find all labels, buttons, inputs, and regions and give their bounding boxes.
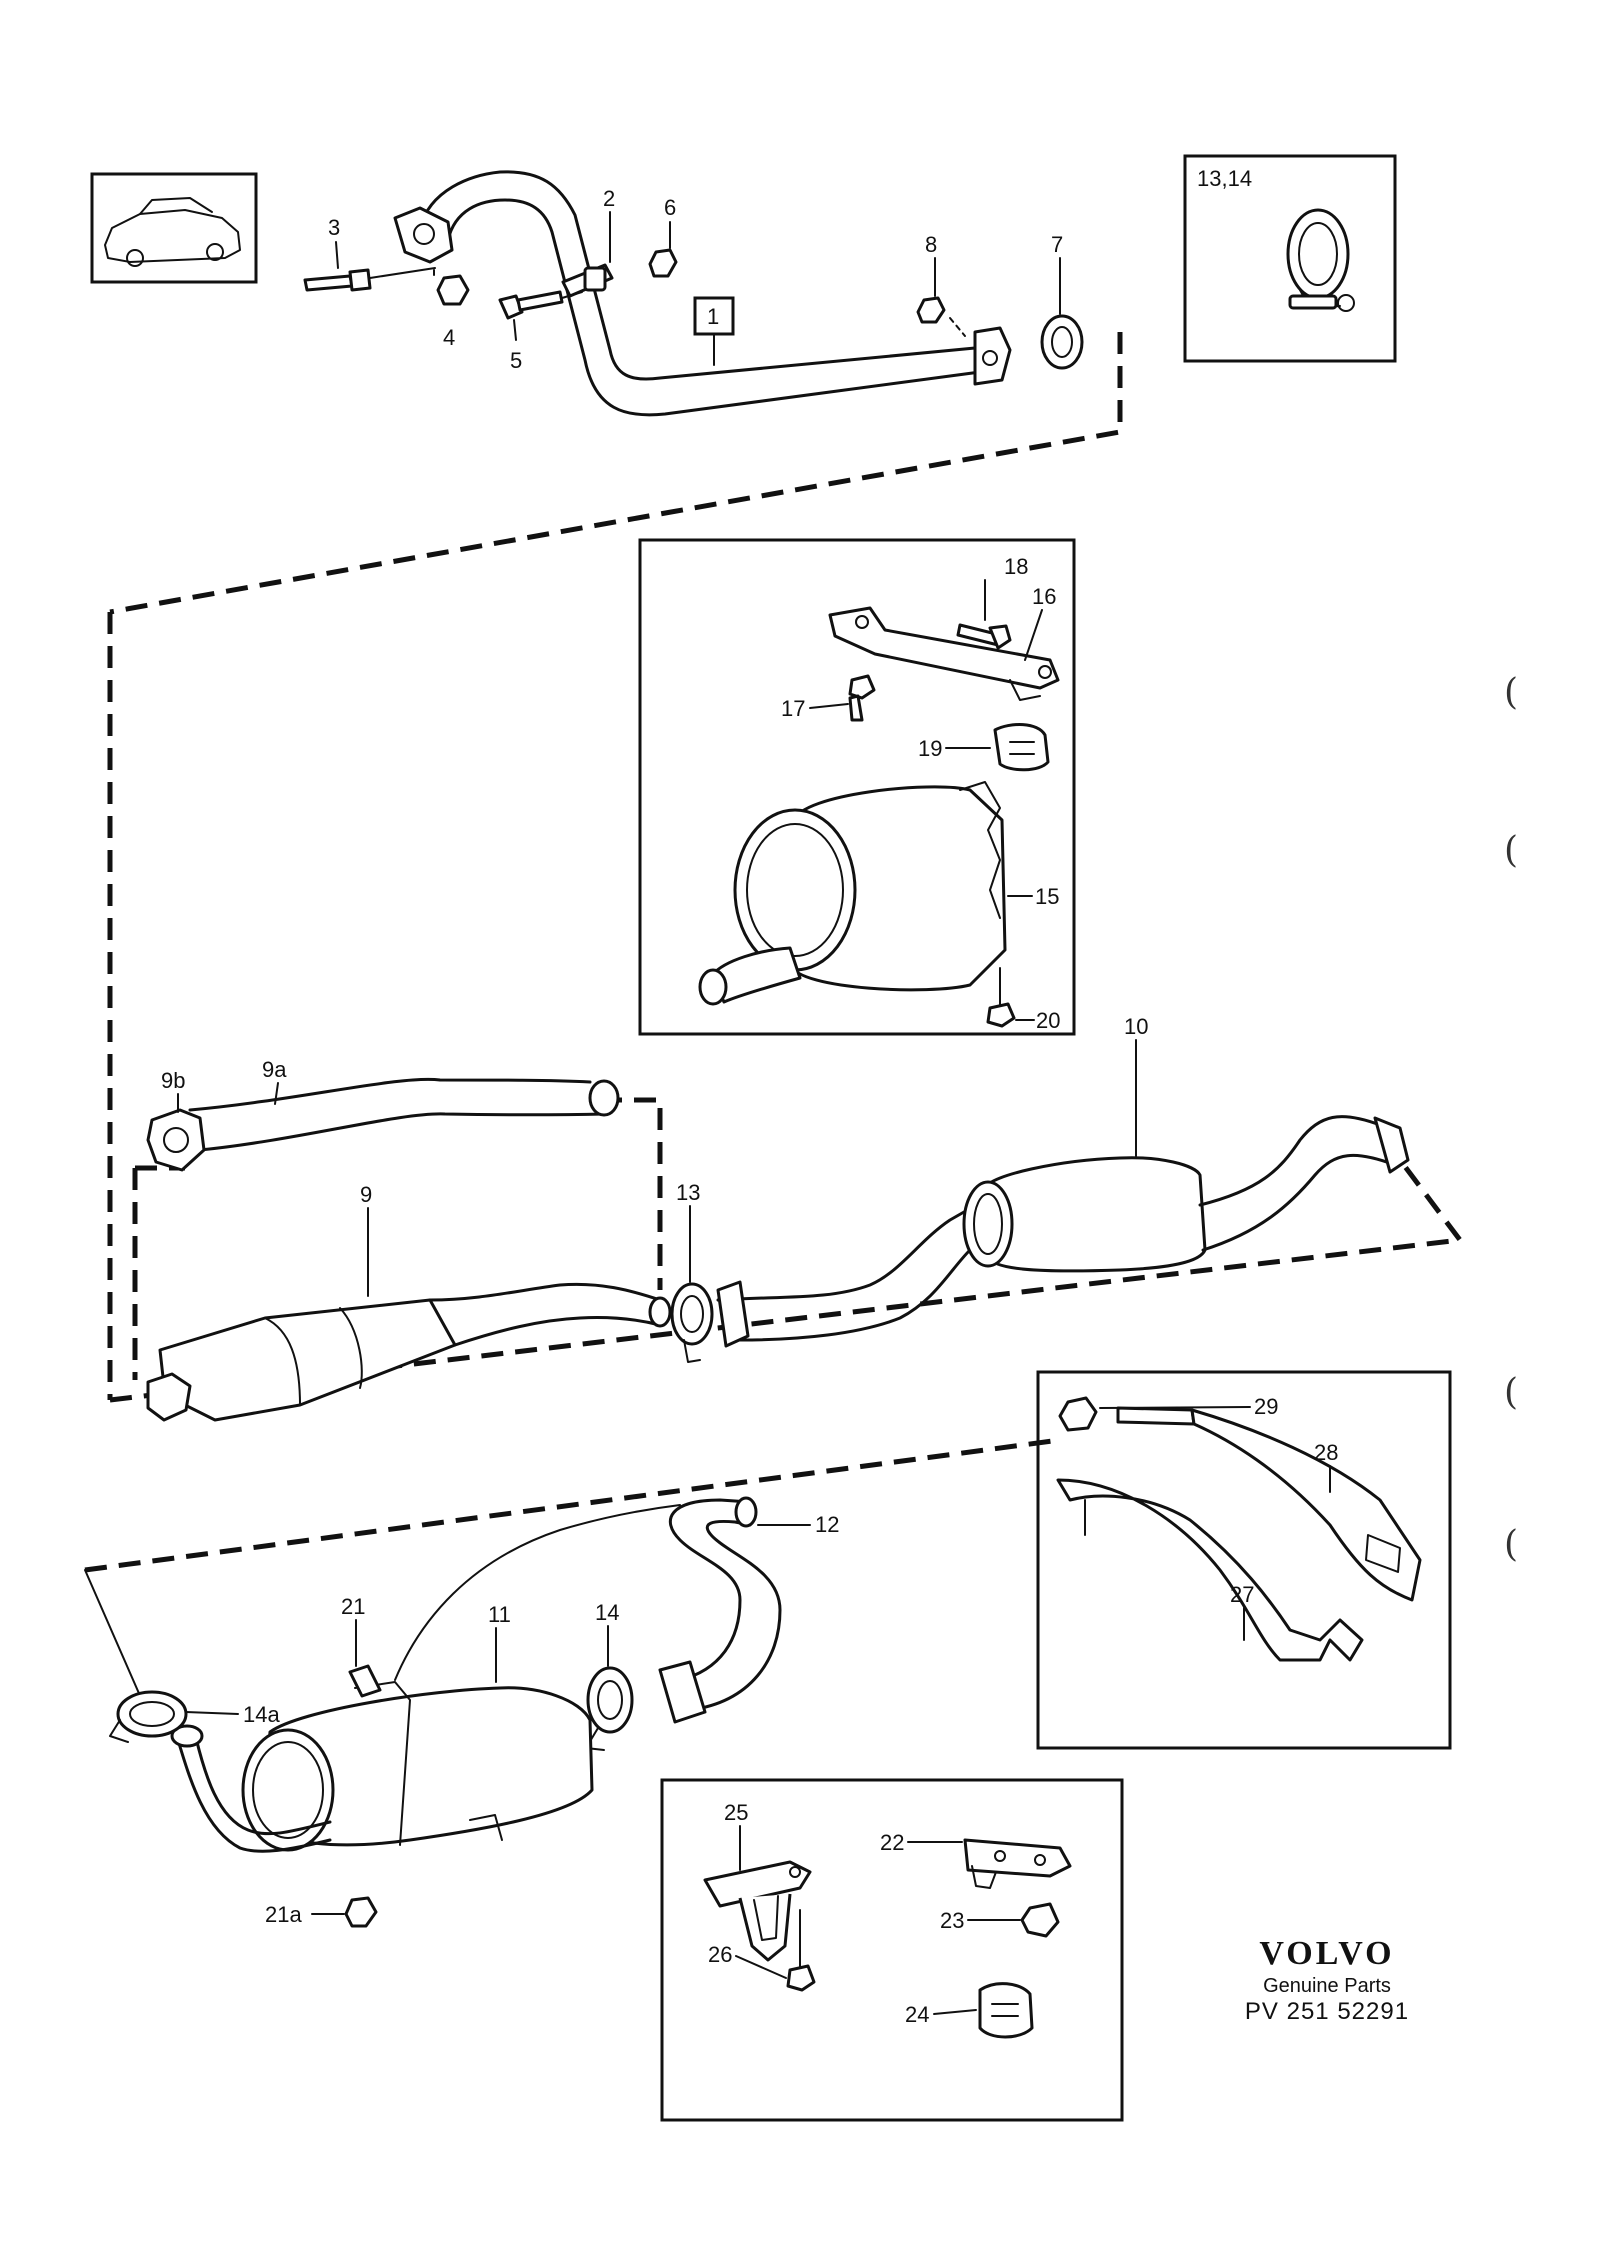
vehicle-thumbnail — [90, 172, 258, 284]
label-10: 10 — [1124, 1014, 1148, 1039]
rear-silencer — [716, 1115, 1410, 1348]
label-9a: 9a — [262, 1057, 287, 1082]
label-20: 20 — [1036, 1008, 1060, 1033]
tail-pipe — [658, 1496, 782, 1724]
brand-block: VOLVO Genuine Parts PV 251 52291 — [1222, 1935, 1432, 2026]
hanger-bracket-inset — [660, 1778, 1124, 2122]
label-6: 6 — [664, 195, 676, 220]
nut — [648, 248, 678, 278]
label-17: 17 — [781, 696, 805, 721]
hanger-strap-inset — [1036, 1370, 1452, 1750]
label-28: 28 — [1314, 1440, 1338, 1465]
label-27: 27 — [1230, 1582, 1254, 1607]
label-3: 3 — [328, 215, 340, 240]
part-number: PV 251 52291 — [1244, 1998, 1410, 2025]
clamp — [585, 1666, 634, 1751]
label-8: 8 — [925, 232, 937, 257]
binding-mark: ( — [1504, 1372, 1519, 1413]
brand-subtitle: Genuine Parts — [1263, 1975, 1391, 1997]
volvo-logo: VOLVO — [1259, 1935, 1395, 1972]
stud-bolt — [303, 268, 372, 292]
binding-mark: ( — [1504, 672, 1519, 713]
label-14: 14 — [595, 1600, 619, 1625]
label-29: 29 — [1254, 1394, 1278, 1419]
label-2: 2 — [603, 186, 615, 211]
binding-mark: ( — [1504, 1524, 1519, 1565]
assembly-guide-lines — [84, 332, 1465, 1715]
label-21: 21 — [341, 1594, 365, 1619]
label-13: 13 — [676, 1180, 700, 1205]
label-11: 11 — [488, 1602, 511, 1627]
front-pipe-alt — [146, 1077, 620, 1172]
label-9: 9 — [360, 1182, 372, 1207]
label-1: 1 — [707, 304, 719, 329]
nut — [344, 1896, 378, 1928]
label-18: 18 — [1004, 554, 1028, 579]
label-16: 16 — [1032, 584, 1056, 609]
catalytic-converter — [146, 1282, 672, 1422]
label-12: 12 — [815, 1512, 839, 1537]
clamp — [670, 1282, 714, 1363]
label-25: 25 — [724, 1800, 748, 1825]
pipe-clamp — [561, 263, 614, 298]
binding-mark: ( — [1504, 830, 1519, 871]
label-15: 15 — [1035, 884, 1059, 909]
clamp — [109, 1690, 188, 1743]
clamp-inset-box: 13,14 — [1183, 154, 1397, 363]
sealing-ring — [1040, 314, 1084, 370]
label-14a: 14a — [243, 1702, 280, 1727]
flange-bolt — [498, 290, 564, 320]
label-24: 24 — [905, 2002, 929, 2027]
label-13-14: 13,14 — [1197, 166, 1252, 191]
label-5: 5 — [510, 348, 522, 373]
label-7: 7 — [1051, 232, 1063, 257]
label-22: 22 — [880, 1830, 904, 1855]
label-4: 4 — [443, 325, 455, 350]
nut — [916, 296, 946, 324]
rear-silencer-hanger-inset — [638, 538, 1076, 1036]
label-26: 26 — [708, 1942, 732, 1967]
nut — [436, 274, 470, 306]
label-19: 19 — [918, 736, 942, 761]
front-exhaust-pipe — [393, 170, 1012, 417]
label-21a: 21a — [265, 1902, 302, 1927]
label-9b: 9b — [161, 1068, 185, 1093]
label-23: 23 — [940, 1908, 964, 1933]
muffler — [170, 1504, 681, 1853]
